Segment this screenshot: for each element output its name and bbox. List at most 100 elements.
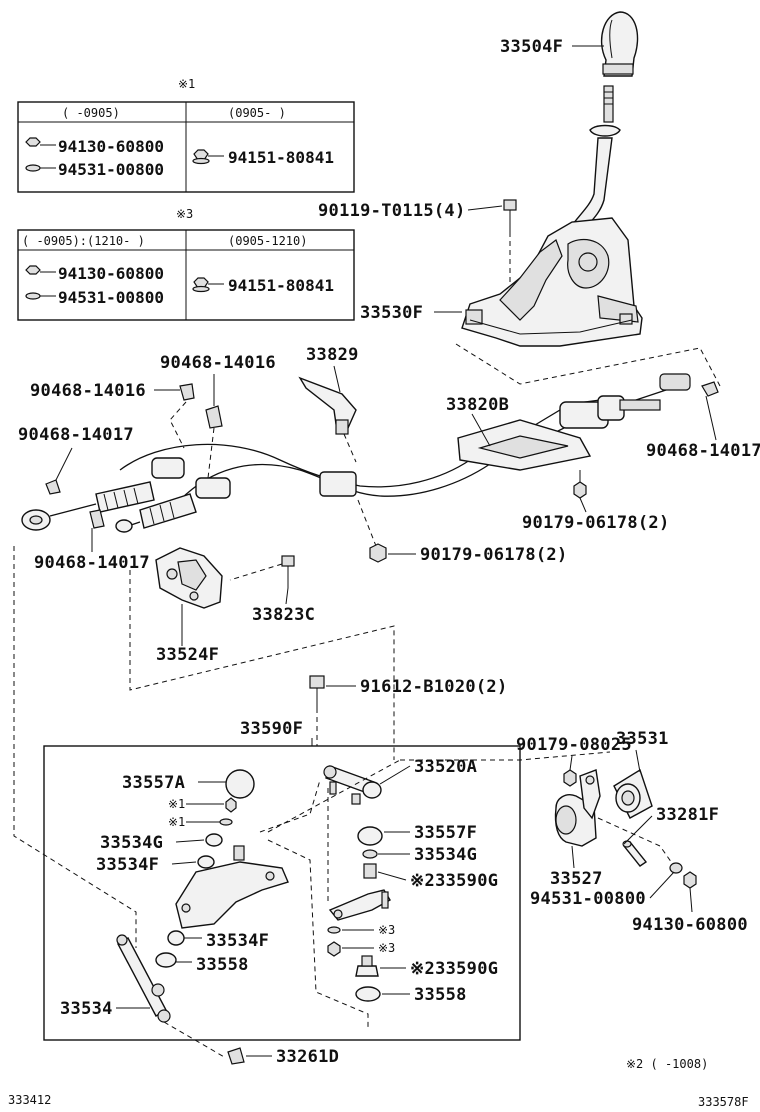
label-bolt-top: 90119-T0115(4) [318, 201, 466, 221]
ball-33557f [357, 826, 383, 846]
label-bracket-33829: 33829 [306, 345, 359, 365]
washer-94531 [669, 862, 683, 874]
nut-90179-08025 [563, 769, 577, 787]
label-bracket-33524f: 33524F [156, 645, 219, 665]
label-nut-mid: 90179-06178(2) [420, 545, 568, 565]
label-clip-lower-left: 90468-14017 [34, 553, 150, 573]
nut-94130 [683, 871, 697, 889]
label-clip-b: 90468-14016 [160, 353, 276, 373]
table-3-right-part-1: 94151-80841 [228, 276, 334, 295]
label-nut-right: 90179-06178(2) [522, 513, 670, 533]
damper-33531 [613, 768, 653, 819]
shift-housing [461, 217, 643, 347]
washer-mark3 [327, 926, 341, 934]
table-3-mark: ※3 [176, 207, 193, 221]
nut-icon [25, 137, 41, 147]
table-1-right-part-1: 94151-80841 [228, 148, 334, 167]
bush-33534f-lower [167, 930, 185, 946]
nut-mark1 [225, 797, 237, 813]
clip-right [701, 381, 719, 397]
label-mark3b: ※3 [378, 941, 395, 955]
clip-lower-left [89, 509, 105, 529]
pin-33281f [622, 840, 648, 867]
table-1: ※1 ( -0905) (0905- ) 94130-60800 94531-0… [17, 77, 355, 193]
nut-right [573, 481, 587, 499]
weight-33527 [554, 769, 601, 847]
bolt-90119 [503, 199, 517, 292]
clip-b [205, 405, 223, 429]
table-1-header-left: ( -0905) [62, 106, 120, 120]
washer-icon [25, 292, 41, 300]
shift-lever-assembly-box [43, 745, 521, 1041]
bracket-33829 [298, 376, 357, 435]
label-bush-33558-l: 33558 [196, 955, 249, 975]
table-1-header-right: (0905- ) [228, 106, 286, 120]
label-clip-33261d: 33261D [276, 1047, 339, 1067]
bracket-33524f [155, 547, 223, 609]
footer-right-code: 333578F [698, 1095, 749, 1109]
table-3-header-right: (0905-1210) [228, 234, 307, 248]
shift-lever-bracket [175, 845, 289, 929]
flange-nut-icon [192, 277, 210, 293]
label-weight-33527: 33527 [550, 869, 603, 889]
shift-cable [21, 373, 691, 533]
bush-33534g-right [362, 849, 378, 859]
lever-33590g-b [355, 955, 379, 977]
label-lever-33590g-a: ※233590G [410, 871, 498, 891]
label-bush-33558-r: 33558 [414, 985, 467, 1005]
label-nut-90179-08025: 90179-08025 [516, 735, 632, 755]
label-clip-a: 90468-14016 [30, 381, 146, 401]
label-cable: 33820B [446, 395, 509, 415]
label-bolt-33823c: 33823C [252, 605, 315, 625]
flange-nut-icon [192, 149, 210, 165]
table-3: ※3 ( -0905):(1210- ) (0905-1210) 94130-6… [17, 207, 355, 321]
nut-mark3 [327, 941, 341, 957]
table-1-left-part-2: 94531-00800 [58, 160, 164, 179]
washer-mark1 [219, 818, 233, 826]
table-3-header-left: ( -0905):(1210- ) [22, 234, 145, 248]
label-bush-33534g-r: 33534G [414, 845, 477, 865]
bolt-33823c [281, 555, 295, 588]
rod-33520a [323, 765, 382, 805]
label-clip-right: 90468-14017 [646, 441, 760, 461]
table-3-left-part-1: 94130-60800 [58, 264, 164, 283]
washer-icon [25, 164, 41, 172]
label-housing: 33530F [360, 303, 423, 323]
shift-lever [568, 85, 621, 233]
clip-left [45, 479, 61, 495]
clip-33261d [227, 1047, 245, 1065]
label-box: 33590F [240, 719, 303, 739]
bolt-91612 [309, 675, 325, 708]
bush-33534g-left [205, 833, 223, 847]
link-33534 [116, 934, 171, 1023]
label-lever-33590g-b: ※233590G [410, 959, 498, 979]
bush-33558-left [155, 952, 177, 968]
label-damper-33531: 33531 [616, 729, 669, 749]
label-mark1a: ※1 [168, 797, 185, 811]
footer-left-code: 333412 [8, 1093, 51, 1107]
label-mark3a: ※3 [378, 923, 395, 937]
label-rod-33520a: 33520A [414, 757, 477, 777]
nut-icon [25, 265, 41, 275]
label-bush-33534f-l: 33534F [96, 855, 159, 875]
table-3-left-part-2: 94531-00800 [58, 288, 164, 307]
table-1-left-part-1: 94130-60800 [58, 137, 164, 156]
label-clip-left: 90468-14017 [18, 425, 134, 445]
lever-33590g-a [328, 863, 391, 921]
label-bolt-91612: 91612-B1020(2) [360, 677, 508, 697]
ball-33557a [225, 769, 255, 799]
label-ball-33557f: 33557F [414, 823, 477, 843]
bush-33534f-left [197, 855, 215, 869]
label-knob: 33504F [500, 37, 563, 57]
shift-knob [600, 11, 639, 77]
label-bush-33534g-l: 33534G [100, 833, 163, 853]
label-nut-94130: 94130-60800 [632, 915, 748, 935]
footer-note: ※2 ( -1008) [626, 1057, 708, 1071]
label-ball-33557a: 33557A [122, 773, 185, 793]
clip-a [179, 383, 195, 401]
label-washer-94531: 94531-00800 [530, 889, 646, 909]
label-mark1b: ※1 [168, 815, 185, 829]
table-1-mark: ※1 [178, 77, 195, 91]
label-bush-33534f-lo: 33534F [206, 931, 269, 951]
